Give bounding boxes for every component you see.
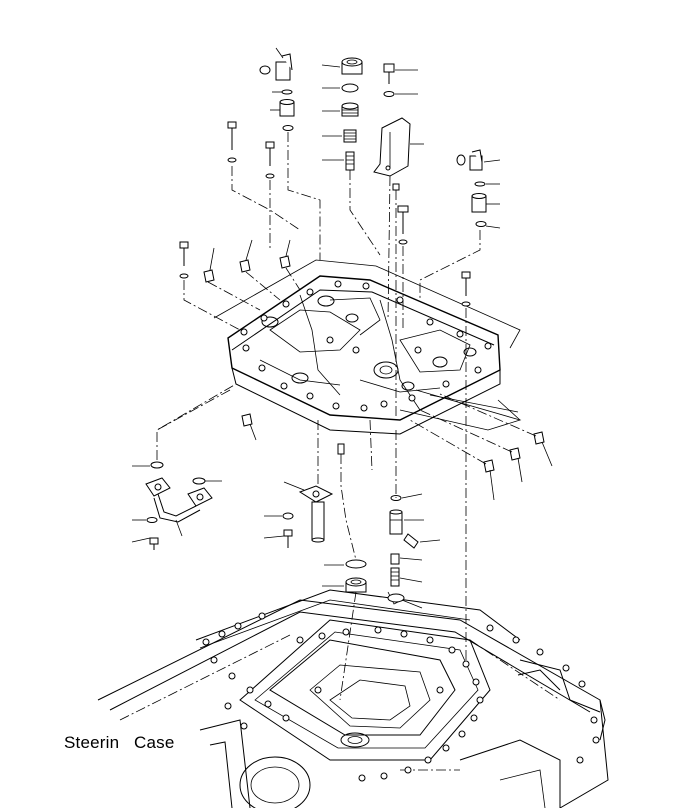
elbow-fitting-left: [259, 47, 321, 260]
filter-element: [322, 559, 367, 701]
mounting-bracket: [373, 117, 424, 420]
gasket-plate: [213, 259, 522, 431]
small-plugs: [203, 239, 553, 501]
valve-body-block: [227, 275, 501, 435]
elbow-fitting-right: [419, 149, 501, 300]
steering-case-housing: [97, 589, 609, 808]
leader-lines: [156, 389, 521, 471]
bolts-upper: [179, 63, 471, 660]
plug-and-spring-stack: [321, 57, 381, 256]
oil-pipe-assembly: [131, 383, 237, 550]
strainer-tube: [263, 420, 357, 561]
caption-label: Steerin Case: [64, 733, 175, 752]
valve-spool-assembly: [387, 430, 441, 609]
